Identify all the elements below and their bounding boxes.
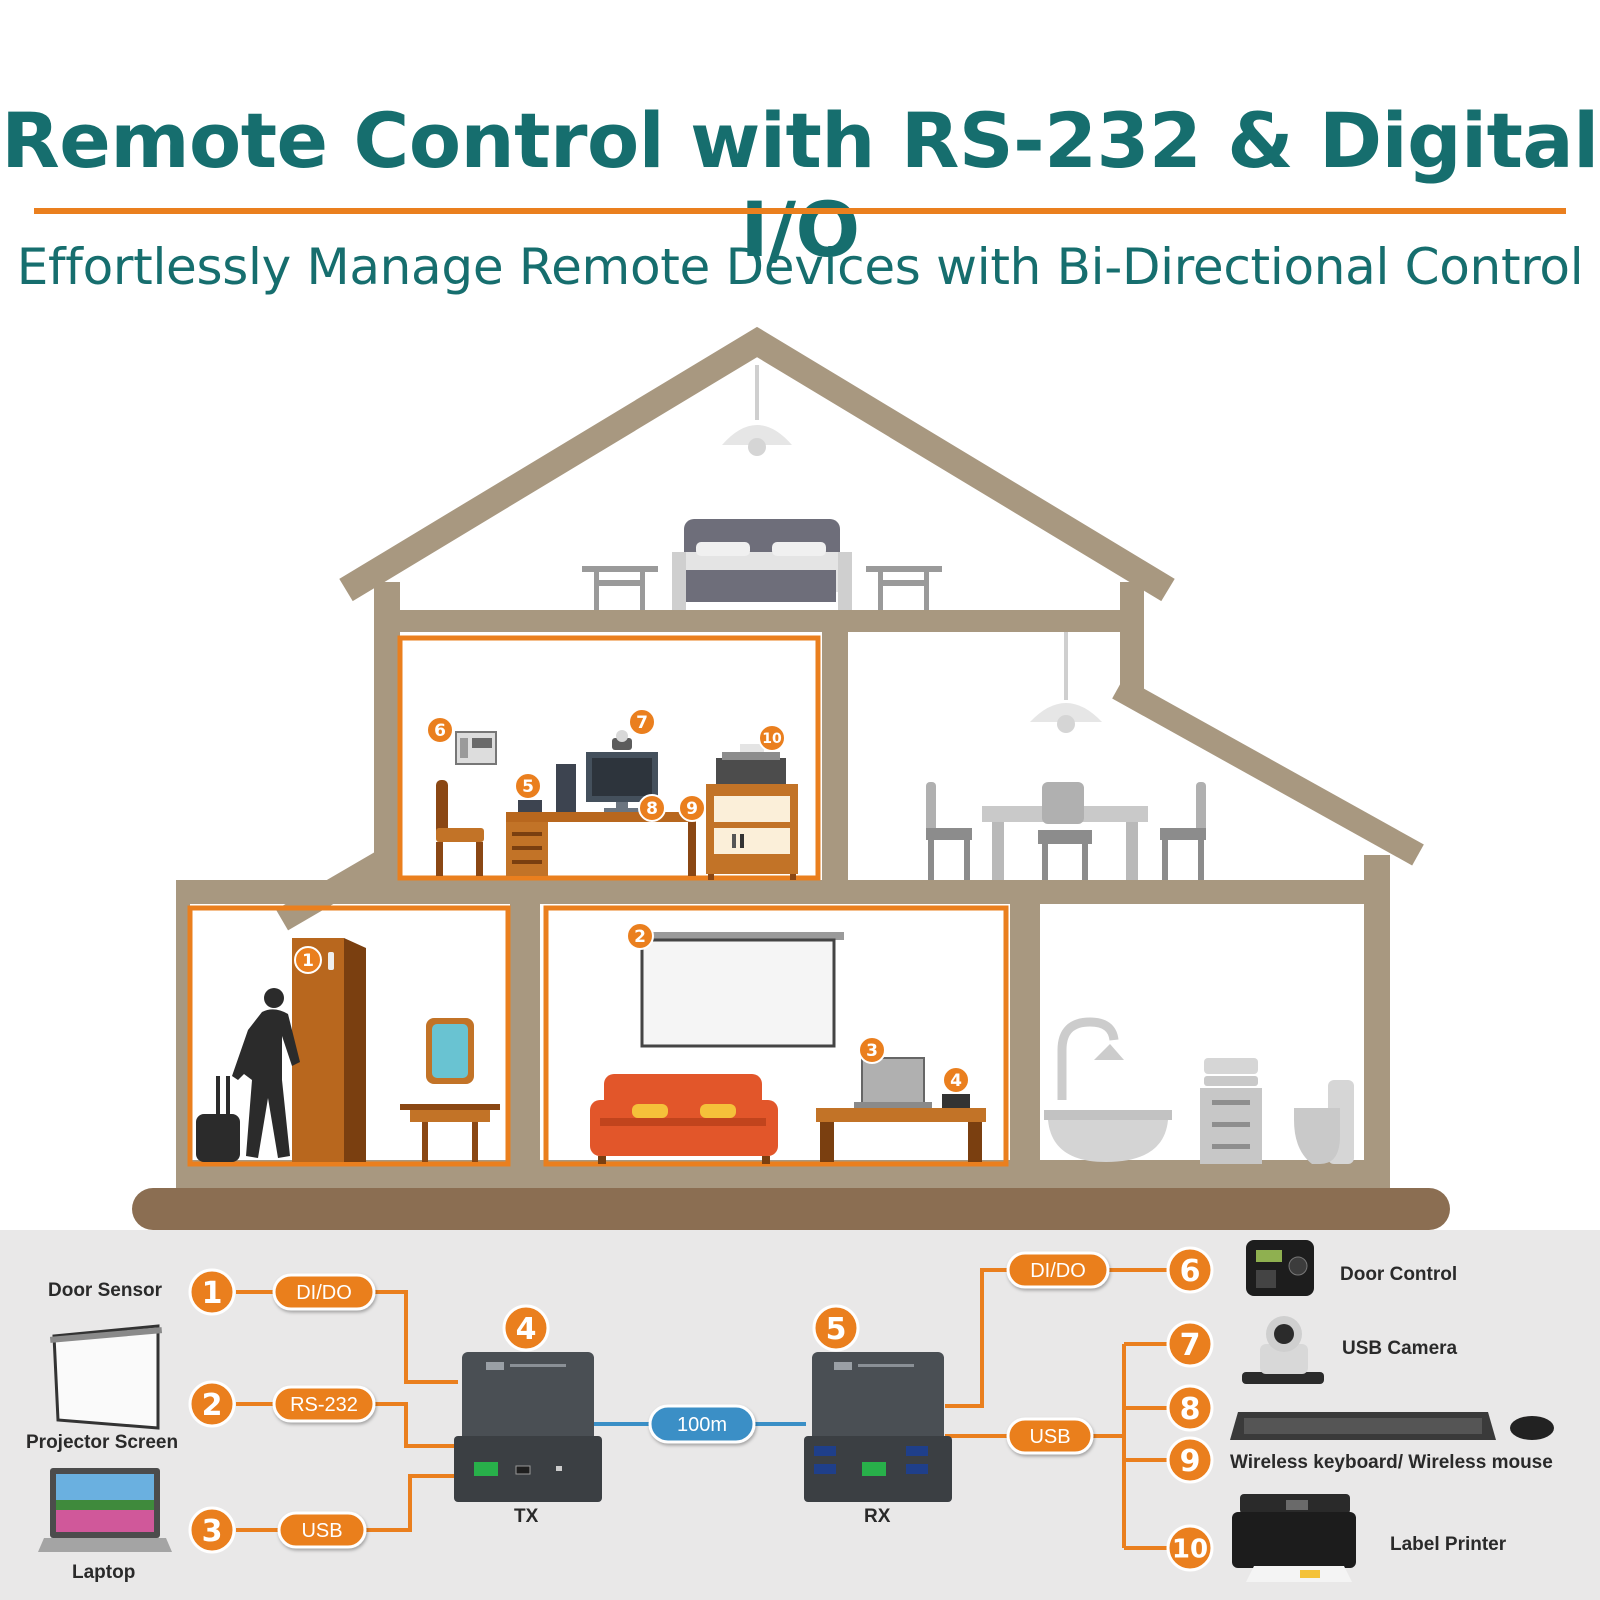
svg-text:DI/DO: DI/DO (1030, 1260, 1086, 1282)
door-control-wall-icon (455, 731, 497, 765)
house-marker-5: 5 (514, 772, 542, 800)
dining-lamp-icon (1030, 632, 1102, 733)
house-marker-9: 9 (678, 794, 706, 822)
door-control-icon (1246, 1240, 1314, 1296)
rx-extender-icon (804, 1352, 952, 1502)
device-label-projector-screen: Projector Screen (26, 1432, 179, 1453)
port-pill-2: RS-232 (272, 1385, 376, 1423)
bed-icon (672, 519, 852, 610)
office-desk-icon (506, 730, 696, 876)
svg-text:8: 8 (1180, 1392, 1201, 1427)
svg-text:100m: 100m (677, 1414, 727, 1436)
label-printer-icon (1232, 1494, 1356, 1582)
input-number-3: 3 (188, 1506, 236, 1554)
device-label-label-printer: Label Printer (1390, 1534, 1507, 1555)
printer-cabinet-icon (706, 744, 798, 880)
link-distance-pill: 100m (648, 1404, 756, 1444)
house-marker-2: 2 (626, 922, 654, 950)
svg-text:USB: USB (1029, 1426, 1070, 1448)
port-pill-3: USB (277, 1511, 367, 1549)
tx-number: 4 (502, 1304, 550, 1352)
svg-text:2: 2 (634, 927, 646, 947)
tx-extender-icon (454, 1352, 602, 1502)
house-marker-1: 1 (294, 946, 322, 974)
office-room-highlight (397, 635, 821, 881)
title-divider (34, 208, 1566, 214)
laptop-icon (38, 1468, 172, 1552)
house-marker-10: 10 (758, 724, 786, 752)
projector-screen-wall-icon (640, 932, 844, 1048)
svg-text:10: 10 (762, 731, 782, 747)
svg-text:9: 9 (686, 799, 698, 819)
svg-text:4: 4 (516, 1312, 537, 1347)
projector-screen-icon (49, 1324, 163, 1430)
device-label-laptop: Laptop (72, 1562, 136, 1583)
entry-room-highlight (187, 905, 511, 1167)
house-marker-7: 7 (628, 708, 656, 736)
rx-usb-pill: USB (1006, 1417, 1094, 1455)
house-markers: 1 2 3 4 5 6 7 8 9 10 (294, 708, 970, 1094)
svg-text:1: 1 (202, 1276, 223, 1311)
house-marker-8: 8 (638, 794, 666, 822)
device-label-door-sensor: Door Sensor (48, 1280, 163, 1301)
device-label-usb-camera: USB Camera (1342, 1338, 1458, 1359)
output-number-10: 10 (1166, 1524, 1214, 1572)
svg-text:10: 10 (1172, 1534, 1208, 1564)
device-label-door-control: Door Control (1340, 1264, 1458, 1285)
rx-number: 5 (812, 1304, 860, 1352)
input-number-2: 2 (188, 1380, 236, 1428)
usb-camera-icon (1242, 1316, 1324, 1384)
traveler-icon (196, 988, 300, 1162)
front-door-icon (292, 938, 366, 1162)
living-room-highlight (543, 905, 1009, 1167)
console-table-icon (400, 1104, 500, 1162)
bathroom-fixtures-icon (1044, 1017, 1354, 1164)
rx-dido-pill: DI/DO (1006, 1251, 1110, 1289)
page-title: Remote Control with RS-232 & Digital I/O (1, 96, 1599, 274)
svg-text:RS-232: RS-232 (290, 1394, 358, 1416)
output-number-6: 6 (1166, 1246, 1214, 1294)
page-subtitle: Effortlessly Manage Remote Devices with … (16, 238, 1584, 296)
svg-text:7: 7 (1180, 1328, 1201, 1363)
side-table-icon (582, 566, 942, 610)
house-marker-3: 3 (858, 1036, 886, 1064)
tx-label: TX (514, 1506, 539, 1527)
svg-text:8: 8 (646, 799, 658, 819)
wall-mirror-icon (426, 1018, 474, 1084)
svg-text:6: 6 (1180, 1254, 1201, 1289)
attic-lamp-icon (722, 365, 792, 456)
svg-text:DI/DO: DI/DO (296, 1282, 352, 1304)
keyboard-mouse-icon (1230, 1412, 1554, 1440)
cable-lines (236, 1268, 1168, 1550)
house-ground (132, 1188, 1450, 1230)
svg-text:USB: USB (301, 1520, 342, 1542)
diagram-marks: 1 DI/DO 2 RS-232 3 USB 4 5 100m DI/DO USB 6 7 8 9 10 (188, 1246, 1214, 1572)
coffee-table-icon (816, 1057, 986, 1162)
output-number-7: 7 (1166, 1320, 1214, 1368)
svg-text:3: 3 (202, 1514, 223, 1549)
house-marker-6: 6 (426, 716, 454, 744)
house-marker-4: 4 (942, 1066, 970, 1094)
port-pill-1: DI/DO (272, 1273, 376, 1311)
office-chair-icon (436, 780, 484, 876)
dining-table-icon (926, 782, 1206, 880)
svg-text:5: 5 (522, 777, 534, 797)
svg-text:9: 9 (1180, 1444, 1201, 1479)
input-number-1: 1 (188, 1268, 236, 1316)
output-number-8: 8 (1166, 1384, 1214, 1432)
device-label-keyboard-mouse: Wireless keyboard/ Wireless mouse (1230, 1452, 1553, 1473)
svg-text:5: 5 (826, 1312, 847, 1347)
svg-text:6: 6 (434, 721, 446, 741)
svg-text:7: 7 (636, 713, 648, 733)
svg-text:2: 2 (202, 1388, 223, 1423)
svg-text:1: 1 (302, 951, 314, 971)
svg-text:4: 4 (950, 1071, 962, 1091)
output-number-9: 9 (1166, 1436, 1214, 1484)
rx-label: RX (864, 1506, 891, 1527)
sofa-icon (590, 1074, 778, 1164)
svg-text:3: 3 (866, 1041, 878, 1061)
